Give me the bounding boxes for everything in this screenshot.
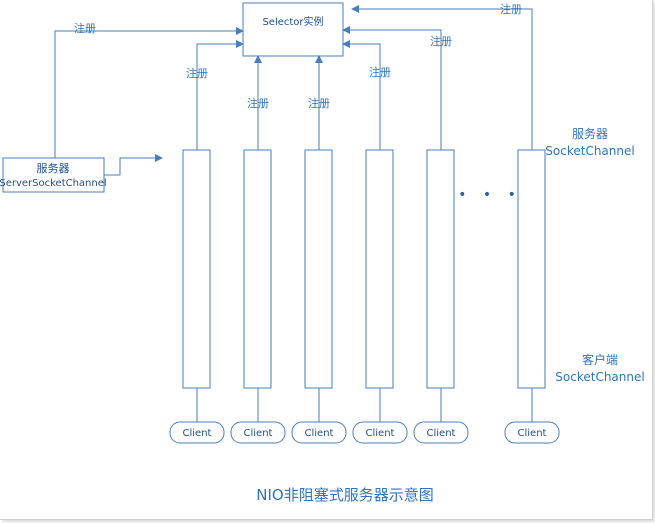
client-4-label: Client [366, 428, 395, 439]
server-socket-channel-box [2, 157, 105, 193]
server-socket-label-line2: SocketChannel [545, 144, 634, 158]
channel-1-register-label: 注册 [186, 66, 208, 80]
channel-2-register-label: 注册 [247, 96, 269, 110]
channel-5-register-label: 注册 [430, 34, 452, 48]
selector-box [242, 2, 344, 57]
channel-5-bar [426, 149, 455, 389]
channel-1-register-arrow [196, 40, 244, 150]
client-5-box [413, 421, 469, 444]
server-box-line1: 服务器 [37, 162, 70, 175]
client-3-box [291, 421, 347, 444]
client-4-box [352, 421, 408, 444]
client-1-label: Client [183, 428, 212, 439]
channel-3-bar [304, 149, 333, 389]
channel-4-register-label: 注册 [369, 65, 391, 79]
server-socket-label-line1: 服务器 [572, 126, 608, 141]
server-register-arrow [54, 27, 244, 158]
client-1-box [169, 421, 225, 444]
channel-4-register-arrow [342, 40, 381, 150]
client-5-label: Client [427, 428, 456, 439]
channel-6-register-arrow [351, 5, 533, 150]
client-2-box [230, 421, 286, 444]
client-3-label: Client [305, 428, 334, 439]
channel-3-register-label: 注册 [308, 96, 330, 110]
ellipsis: • • • [458, 187, 522, 203]
channel-6-bar [517, 149, 546, 389]
channel-6-register-label: 注册 [500, 2, 522, 16]
client-socket-label-line2: SocketChannel [555, 370, 644, 384]
channel-4-bar [365, 149, 394, 389]
client-6-label: Client [518, 428, 547, 439]
server-box-line2: ServerSocketChannel [0, 178, 107, 189]
channel-5-register-arrow [342, 26, 442, 150]
client-socket-label-line1: 客户端 [582, 352, 618, 367]
server-register-label: 注册 [74, 21, 96, 35]
client-6-box [504, 421, 560, 444]
channel-1-bar [182, 149, 211, 389]
client-2-label: Client [244, 428, 273, 439]
diagram-caption: NIO非阻塞式服务器示意图 [256, 486, 433, 504]
channel-2-bar [243, 149, 272, 389]
server-dispatch-arrow [104, 154, 163, 176]
selector-label: Selector实例 [262, 15, 323, 28]
